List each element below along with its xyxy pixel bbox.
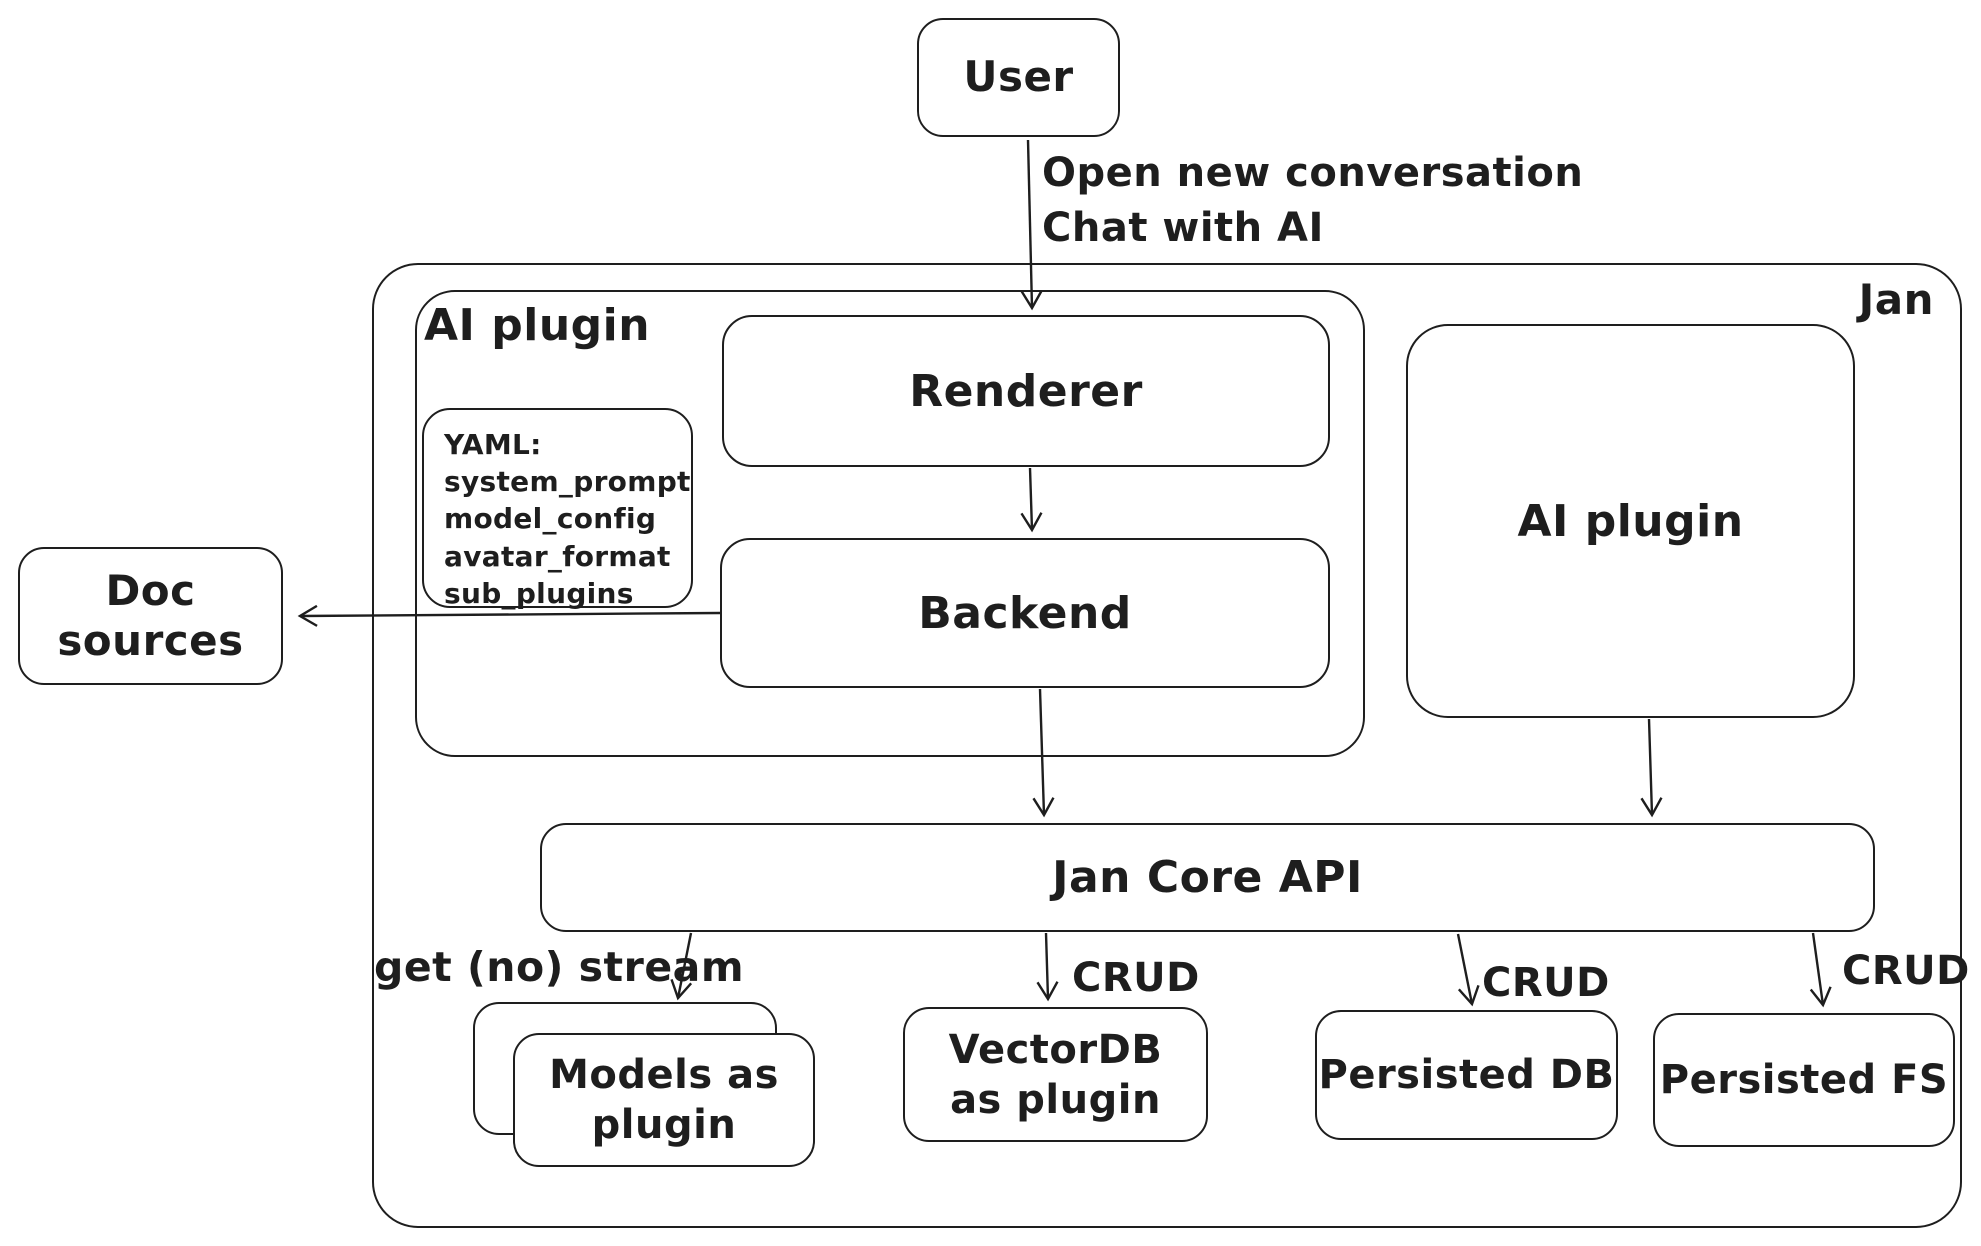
renderer-node: Renderer (722, 315, 1330, 467)
models-as-plugin-node: Models as plugin (513, 1033, 815, 1167)
user-node-label: User (963, 52, 1074, 102)
ai-plugin-right-node: AI plugin (1406, 324, 1855, 718)
ai-plugin-container (415, 290, 1365, 757)
persisted-db-node-label: Persisted DB (1318, 1052, 1615, 1098)
persisted-fs-node-label: Persisted FS (1659, 1057, 1949, 1103)
yaml-note: YAML: system_prompt model_config avatar_… (422, 408, 693, 610)
yaml-note-title: YAML: (444, 428, 542, 461)
renderer-node-label: Renderer (909, 365, 1143, 417)
jan-container-label: Jan (1858, 275, 1934, 324)
yaml-note-line: avatar_format (444, 539, 671, 573)
yaml-note-line: system_prompt (444, 465, 691, 499)
persisted-db-node: Persisted DB (1315, 1010, 1618, 1140)
user-arrow-label-line2: Chat with AI (1042, 205, 1324, 252)
backend-node: Backend (720, 538, 1330, 688)
crud-persisted-fs-label: CRUD (1842, 948, 1970, 994)
doc-sources-node: Doc sources (18, 547, 283, 685)
crud-persisted-db-label: CRUD (1482, 960, 1610, 1006)
vectordb-as-plugin-node-label: VectorDB as plugin (948, 1026, 1163, 1123)
backend-node-label: Backend (918, 587, 1132, 639)
vectordb-as-plugin-node: VectorDB as plugin (903, 1007, 1208, 1142)
get-no-stream-label: get (no) stream (374, 943, 745, 991)
jan-container: Jan (372, 263, 1962, 1228)
models-as-plugin-node-label: Models as plugin (549, 1052, 779, 1148)
crud-vectordb-label: CRUD (1072, 955, 1200, 1001)
jan-core-api-node: Jan Core API (540, 823, 1875, 932)
yaml-note-line: sub_plugins (444, 576, 634, 610)
doc-sources-node-label: Doc sources (57, 565, 244, 665)
user-arrow-label-line1: Open new conversation (1042, 150, 1584, 196)
persisted-fs-node: Persisted FS (1653, 1013, 1955, 1147)
user-node: User (917, 18, 1120, 137)
user-arrow-label: Open new conversation Chat with AI (1042, 146, 1583, 256)
jan-core-api-node-label: Jan Core API (1052, 852, 1363, 903)
ai-plugin-container-label: AI plugin (424, 300, 651, 351)
yaml-note-line: model_config (444, 502, 657, 536)
ai-plugin-right-node-label: AI plugin (1517, 495, 1744, 547)
